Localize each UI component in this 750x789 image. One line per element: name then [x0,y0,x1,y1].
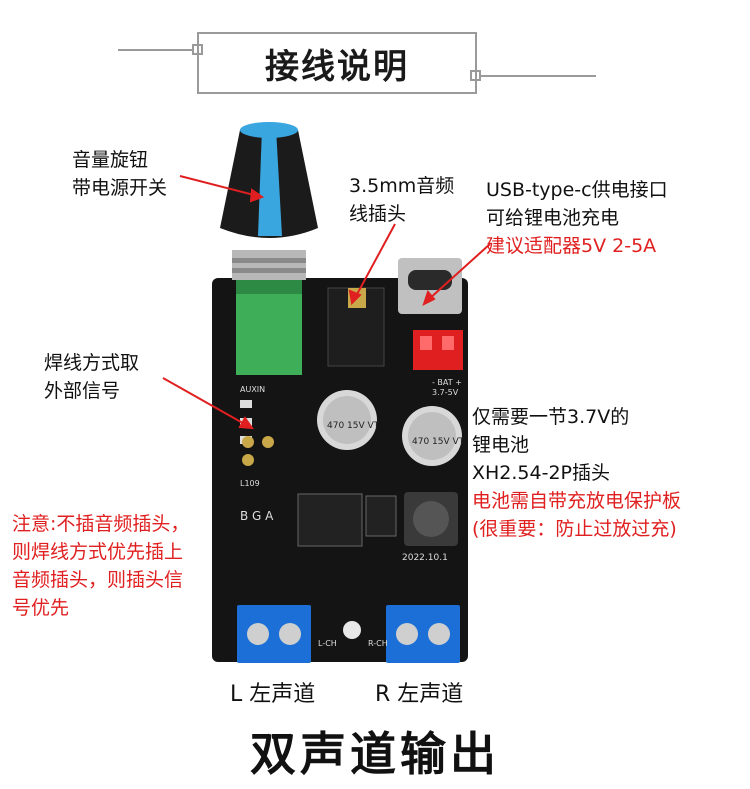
solder-arrow [162,377,249,427]
knob-arrow [179,175,259,197]
bga-label: B G A [240,509,274,523]
left-terminal [237,605,311,663]
capacitor-2-label: 470 15V VT [412,437,465,447]
title-line-right [476,75,596,77]
lch-label: L-CH [318,639,337,648]
battery-label: 仅需要一节3.7V的 锂电池 XH2.54-2P插头 电池需自带充放电保护板 (… [472,403,681,543]
usb-arrow [427,243,491,301]
right-channel-label: R 左声道 [375,682,464,707]
title-line-left [118,49,199,51]
l109-label: L109 [240,479,260,488]
jack-arrow [354,223,396,299]
date-label: 2022.10.1 [402,553,448,563]
battery-note-1: 电池需自带充放电保护板 [472,490,682,512]
capacitor-1-label: 470 15V VT [327,421,380,431]
footer-title: 双声道输出 [250,727,500,781]
knob-shaft [232,250,306,280]
bat-label: - BAT + [432,378,462,387]
priority-note: 注意:不插音频插头， 则焊线方式优先插上 音频插头，则插头信 号优先 [12,513,190,619]
aux-label: AUXIN [240,385,265,394]
usb-label: USB-type-c供电接口 可给锂电池充电 建议适配器5V 2-5A [486,176,668,260]
knob-label: 音量旋钮 带电源开关 [72,149,168,199]
amp-chip [297,493,363,547]
solder-label: 焊线方式取 外部信号 [44,352,140,402]
usb-note: 建议适配器5V 2-5A [486,235,657,257]
left-channel-label: L 左声道 [230,682,316,707]
mounting-hole [343,621,361,639]
page-title: 接线说明 [197,32,477,94]
right-terminal [386,605,460,663]
battery-note-2: (很重要：防止过放过充) [472,518,677,540]
potentiometer-body [236,280,302,375]
rch-label: R-CH [368,639,388,648]
bat-voltage-label: 3.7-5V [432,388,459,397]
audio-jack-label: 3.5mm音频 线插头 [349,175,455,225]
chip-2 [365,495,397,537]
